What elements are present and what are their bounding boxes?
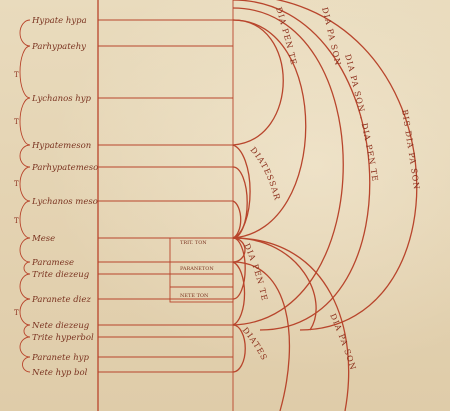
note-label-parhypate-meson: Parhypatemeso [31,163,98,173]
arc-labels: DIATESSARON DIA PEN TE DIA PA SON DIA PA… [0,0,421,372]
tone-mark-1: T [14,118,19,126]
note-label-paranete-hyperbolaion: Paranete hyp [31,353,89,363]
bracket-hypate-hypaton [19,19,31,47]
inner-arcs [232,144,251,373]
label-bis-diapason: BIS DIA PA SON [400,109,421,191]
bracket-paramese [23,261,31,275]
note-label-hypate-hypaton: Hypate hypa [31,16,87,26]
tone-marks: T T T T T [14,71,19,317]
tone-mark-0: T [14,71,19,79]
label-diapason-diapente: DIA PA SON . DIA PEN TE [343,53,380,183]
note-label-lichanos-hypaton: Lychanos hyp [31,94,92,104]
large-arcs [232,0,418,411]
inner-box-label-2: NETE TON [180,293,209,299]
bracket-mese [19,237,31,263]
note-label-paranete-diezeugmenon: Paranete diez [31,295,91,305]
note-label-lichanos-meson: Lychanos meso [31,197,98,207]
bracket-parhypate-hypaton [19,45,31,99]
note-label-parhypate-hypaton: Parhypatehy [31,42,86,52]
note-label-trite-hyperbolaion: Trite hyperbol [32,333,94,343]
bracket-trite-diezeugmenon [19,273,31,300]
label-diatessaron-lower: DIATESSARON [0,0,268,362]
inner-box [160,237,234,303]
label-diapente-lower: DIA PEN TE [242,242,269,302]
inner-box-label-0: TRIT. TON [180,240,207,246]
tone-mark-4: T [14,309,19,317]
tone-mark-2: T [14,180,19,188]
note-label-paramese: Paramese [31,258,74,268]
note-label-hypate-meson: Hypatemeson [31,141,91,151]
bracket-lichanos-hypaton [19,97,31,146]
inner-box-labels: TRIT. TON PARANETON NETE TON [180,240,214,299]
note-label-nete-hyperbolaion: Nete hyp bol [31,368,88,378]
note-label-mese: Mese [31,234,55,244]
inner-box-label-1: PARANETON [180,266,214,272]
label-diapason-upper: DIA PA SON [320,6,342,67]
note-label-nete-diezeugmenon: Nete diezeug [31,321,90,331]
bracket-lichanos-meson [19,200,31,239]
bracket-paranete-hyperbolaion [22,356,31,373]
bracket-paranete-diezeugmenon [19,298,31,326]
bracket-parhypate-meson [19,166,31,202]
bracket-nete-diezeugmenon [23,324,31,338]
note-label-trite-diezeugmenon: Trite diezeug [32,270,90,280]
bracket-trite-hyperbolaion [19,336,31,358]
label-diapente-upper: DIA PEN TE [274,6,298,66]
tone-mark-3: T [14,217,19,225]
bracket-hypate-meson [19,144,31,168]
